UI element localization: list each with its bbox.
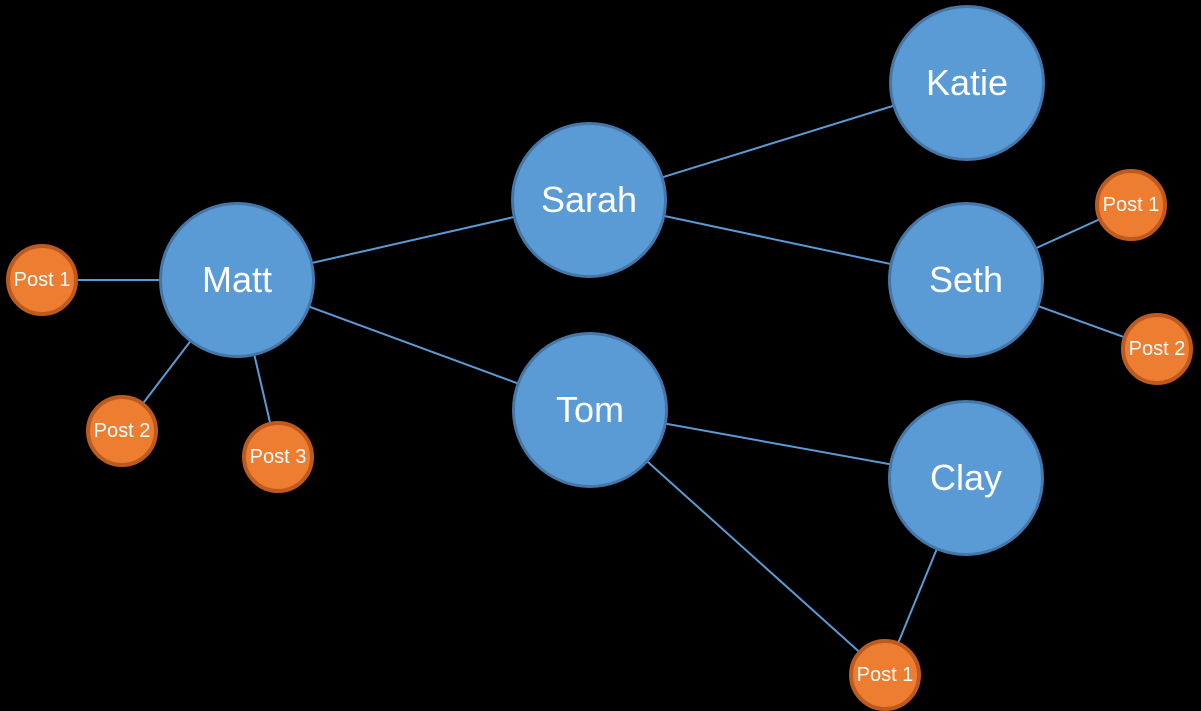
post-node-label: Post 1 xyxy=(856,664,914,686)
person-node-label: Tom xyxy=(555,389,624,430)
node-matt[interactable]: Matt xyxy=(159,202,315,358)
node-katie[interactable]: Katie xyxy=(889,5,1045,161)
post-node-label: Post 2 xyxy=(93,420,151,442)
node-seth-post2[interactable]: Post 2 xyxy=(1121,313,1193,385)
node-seth-post1[interactable]: Post 1 xyxy=(1095,169,1167,241)
node-matt-post3[interactable]: Post 3 xyxy=(242,421,314,493)
post-node-label: Post 2 xyxy=(1128,338,1186,360)
node-matt-post1[interactable]: Post 1 xyxy=(6,244,78,316)
node-tom[interactable]: Tom xyxy=(512,332,668,488)
node-tom-post1[interactable]: Post 1 xyxy=(849,639,921,711)
post-node-label: Post 3 xyxy=(249,446,307,468)
person-node-label: Katie xyxy=(925,62,1009,103)
node-clay[interactable]: Clay xyxy=(888,400,1044,556)
person-node-label: Matt xyxy=(201,259,272,300)
node-seth[interactable]: Seth xyxy=(888,202,1044,358)
person-node-label: Seth xyxy=(928,259,1004,300)
node-sarah[interactable]: Sarah xyxy=(511,122,667,278)
node-matt-post2[interactable]: Post 2 xyxy=(86,395,158,467)
person-node-label: Clay xyxy=(929,457,1003,498)
post-node-label: Post 1 xyxy=(1102,194,1160,216)
person-node-label: Sarah xyxy=(540,179,638,220)
post-node-label: Post 1 xyxy=(13,269,71,291)
